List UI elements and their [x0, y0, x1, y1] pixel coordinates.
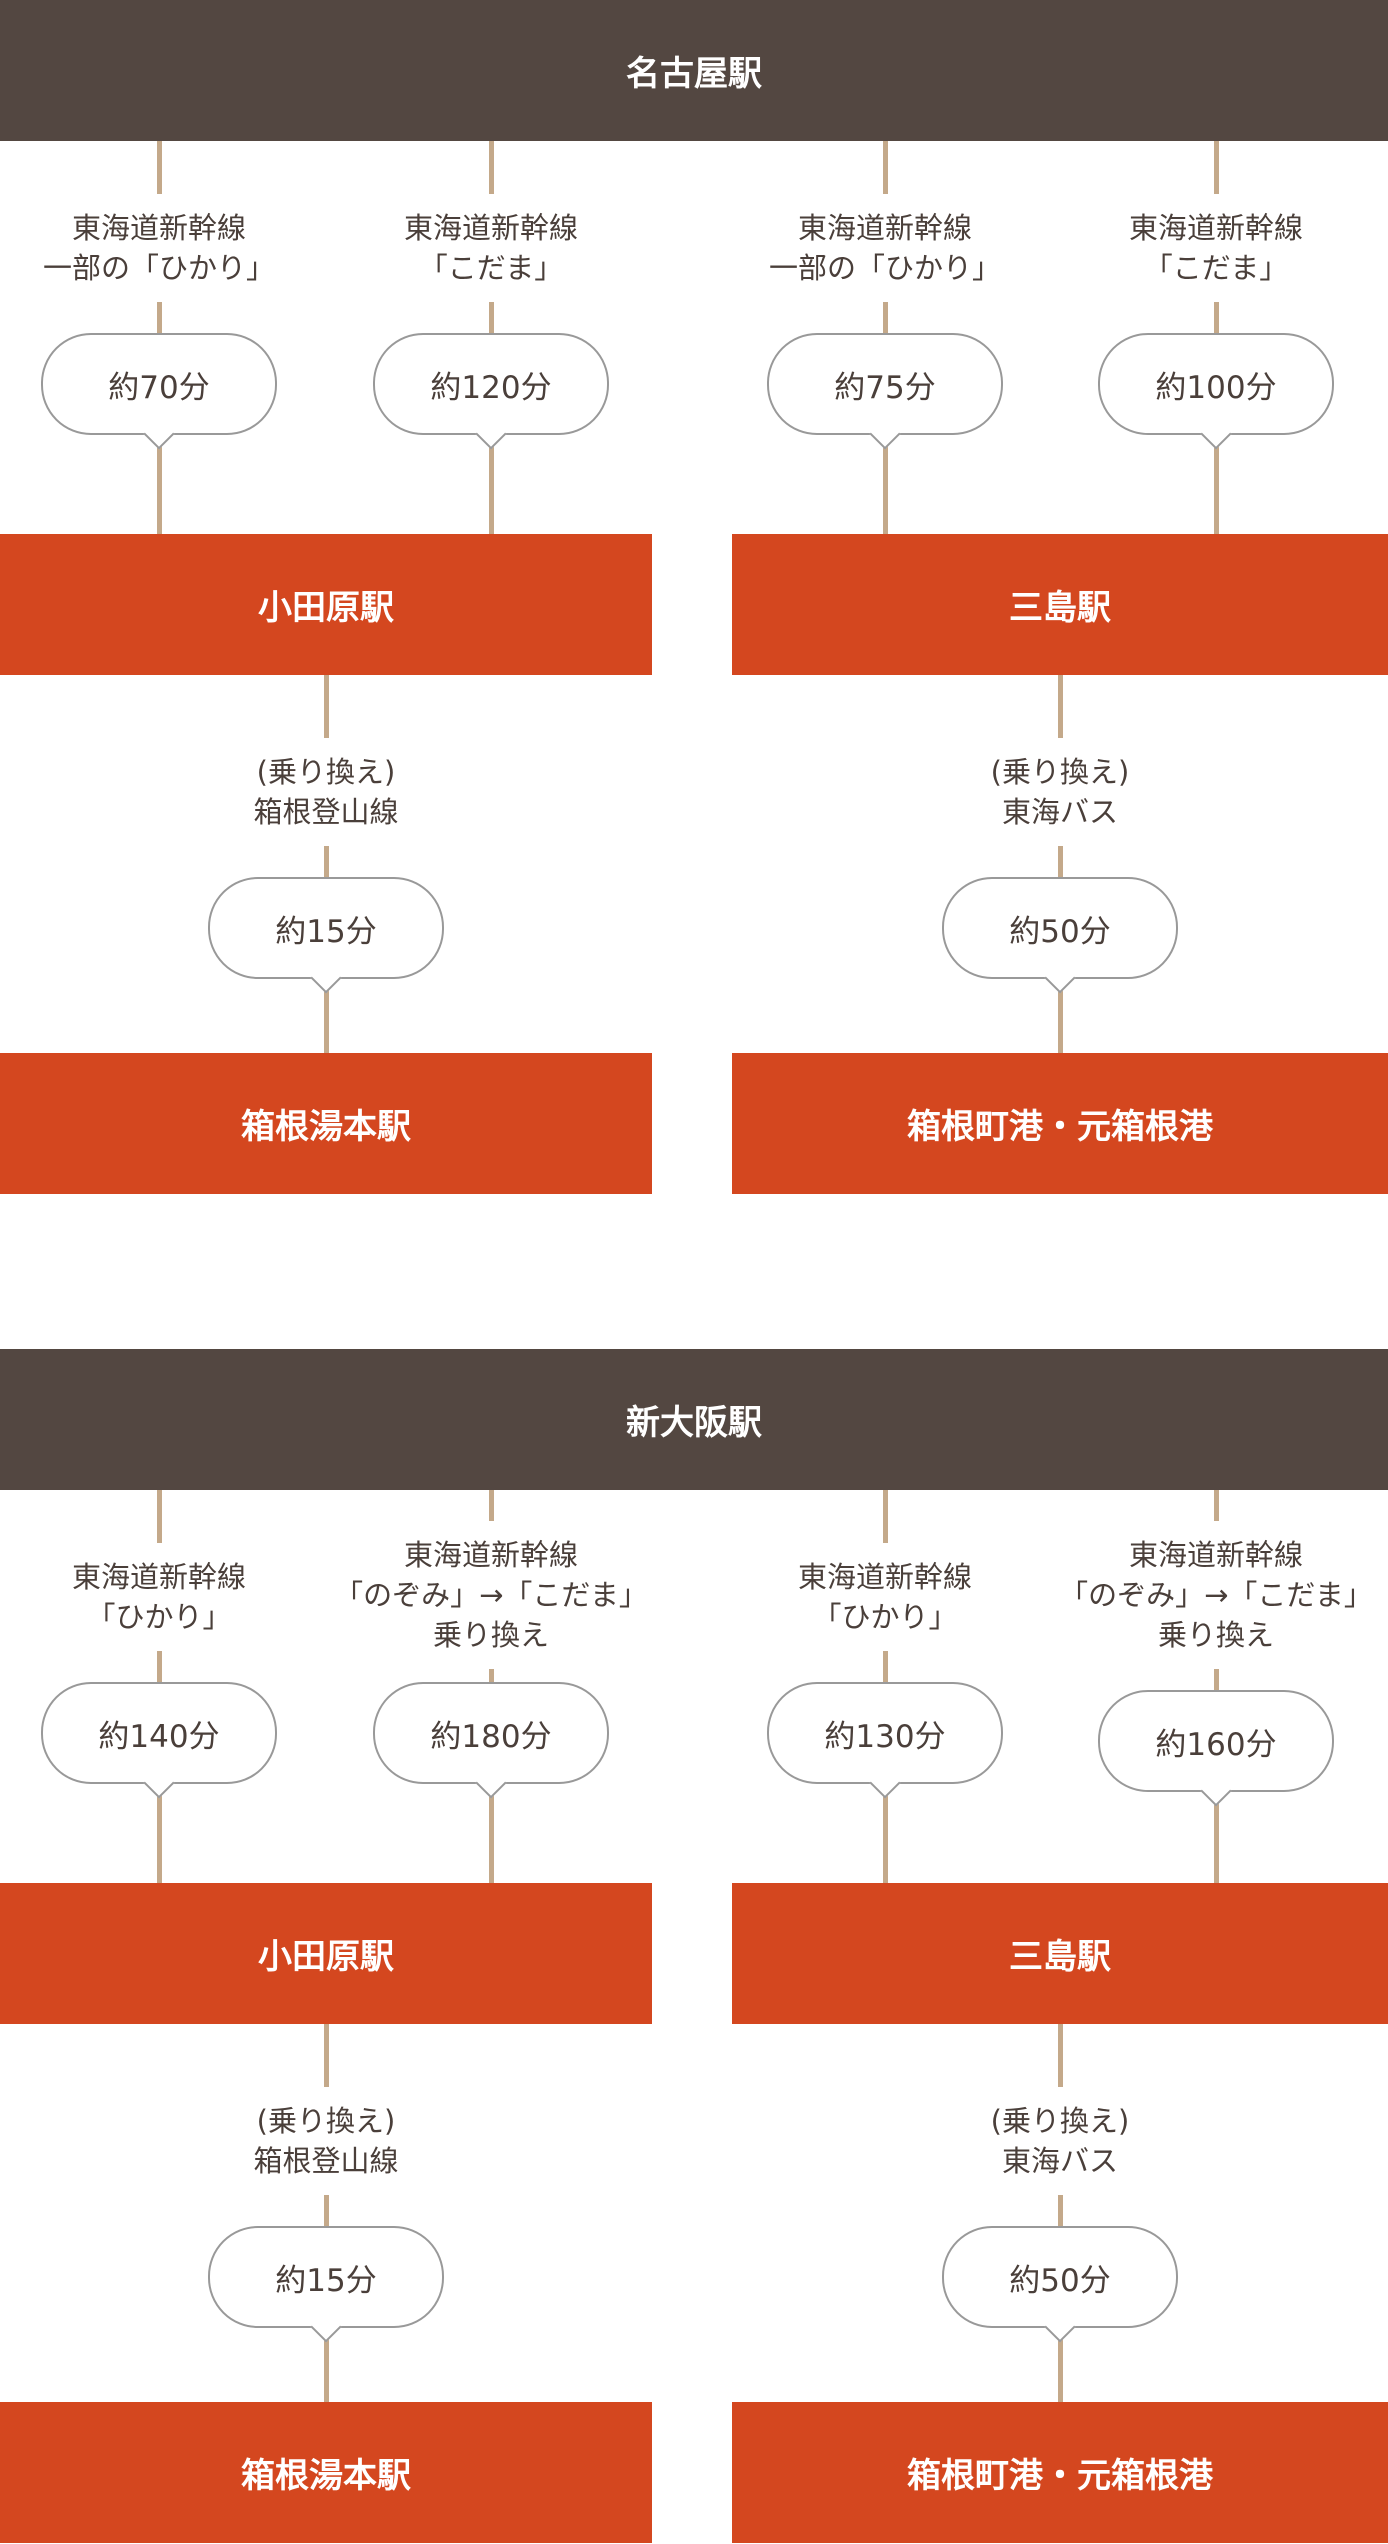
travel-time-bubble: 約15分	[208, 877, 444, 994]
bubble-pointer	[475, 418, 507, 450]
connector-line	[324, 675, 329, 1053]
bubble-pointer	[869, 418, 901, 450]
connector-line	[1058, 675, 1063, 1053]
travel-time: 約75分	[834, 369, 936, 406]
route-label-line: 「ひかり」	[86, 1600, 232, 1634]
route-label-line: 乗り換え	[1157, 1618, 1274, 1652]
route-label-line: 乗り換え	[432, 1618, 549, 1652]
route-label: (乗り換え) 東海バス	[895, 2087, 1225, 2195]
station-box: 三島駅	[732, 534, 1388, 675]
station-box: 小田原駅	[0, 534, 652, 675]
travel-time: 約180分	[430, 1718, 552, 1755]
travel-time-bubble: 約75分	[767, 333, 1003, 450]
route-label: 東海道新幹線一部の「ひかり」	[0, 194, 324, 302]
connector-line	[1214, 1490, 1219, 1883]
route-label-line: 東海バス	[1001, 795, 1118, 829]
travel-time-bubble: 約100分	[1098, 333, 1334, 450]
bubble-pointer	[310, 2311, 342, 2343]
travel-time-bubble: 約50分	[942, 2226, 1178, 2343]
bubble-pointer	[1200, 418, 1232, 450]
travel-time: 約15分	[275, 913, 377, 950]
route-label-line: 東海道新幹線	[797, 211, 972, 245]
origin-station-header: 名古屋駅	[0, 0, 1388, 141]
travel-time-bubble: 約140分	[41, 1682, 277, 1799]
route-label: (乗り換え) 東海バス	[895, 738, 1225, 846]
route-label: (乗り換え) 箱根登山線	[161, 738, 491, 846]
route-label-line: 東海道新幹線	[1128, 1538, 1303, 1572]
bubble-pointer	[310, 962, 342, 994]
travel-time: 約140分	[98, 1718, 220, 1755]
destination-box: 箱根湯本駅	[0, 2402, 652, 2543]
destination-box: 箱根町港・元箱根港	[732, 1053, 1388, 1194]
route-label-line: (乗り換え)	[990, 755, 1130, 789]
route-label-line: 箱根登山線	[253, 2144, 399, 2178]
route-label-line: (乗り換え)	[990, 2104, 1130, 2138]
bubble-pointer	[475, 1767, 507, 1799]
travel-time: 約15分	[275, 2262, 377, 2299]
route-label-line: (乗り換え)	[256, 755, 396, 789]
route-label-line: 箱根登山線	[253, 795, 399, 829]
route-label-line: 「こだま」	[1143, 251, 1289, 285]
route-label-line: 「のぞみ」→「こだま」	[1059, 1578, 1373, 1612]
route-label-line: 東海道新幹線	[403, 211, 578, 245]
connector-line	[1058, 2024, 1063, 2402]
origin-station-header: 新大阪駅	[0, 1349, 1388, 1490]
route-label-line: 東海道新幹線	[403, 1538, 578, 1572]
route-label: 東海道新幹線「のぞみ」→「こだま」乗り換え	[326, 1521, 656, 1669]
route-label: 東海道新幹線「こだま」	[1051, 194, 1381, 302]
route-section: 東海道新幹線一部の「ひかり」約70分東海道新幹線「こだま」約120分(乗り換え)…	[0, 0, 1388, 1195]
destination-box: 箱根湯本駅	[0, 1053, 652, 1194]
route-label: 東海道新幹線「こだま」	[326, 194, 656, 302]
route-label-line: 東海道新幹線	[797, 1560, 972, 1594]
travel-time: 約70分	[108, 369, 210, 406]
destination-box: 箱根町港・元箱根港	[732, 2402, 1388, 2543]
route-label: 東海道新幹線「ひかり」	[0, 1543, 324, 1651]
travel-time-bubble: 約15分	[208, 2226, 444, 2343]
route-label-line: 「ひかり」	[812, 1600, 958, 1634]
route-label-line: 東海道新幹線	[71, 1560, 246, 1594]
route-label-line: 東海バス	[1001, 2144, 1118, 2178]
travel-time: 約100分	[1155, 369, 1277, 406]
route-label-line: (乗り換え)	[256, 2104, 396, 2138]
route-label-line: 一部の「ひかり」	[42, 251, 275, 285]
route-label: 東海道新幹線「のぞみ」→「こだま」乗り換え	[1051, 1521, 1381, 1669]
travel-time: 約160分	[1155, 1726, 1277, 1763]
route-label-line: 東海道新幹線	[1128, 211, 1303, 245]
station-box: 三島駅	[732, 1883, 1388, 2024]
travel-time-bubble: 約50分	[942, 877, 1178, 994]
travel-time: 約130分	[824, 1718, 946, 1755]
route-label-line: 東海道新幹線	[71, 211, 246, 245]
bubble-pointer	[1044, 962, 1076, 994]
route-label-line: 一部の「ひかり」	[768, 251, 1001, 285]
station-box: 小田原駅	[0, 1883, 652, 2024]
travel-time: 約120分	[430, 369, 552, 406]
bubble-pointer	[143, 1767, 175, 1799]
bubble-pointer	[869, 1767, 901, 1799]
connector-line	[324, 2024, 329, 2402]
route-label-line: 「こだま」	[418, 251, 564, 285]
bubble-pointer	[1200, 1775, 1232, 1807]
bubble-pointer	[1044, 2311, 1076, 2343]
travel-time-bubble: 約160分	[1098, 1690, 1334, 1807]
route-label: 東海道新幹線「ひかり」	[720, 1543, 1050, 1651]
travel-time-bubble: 約70分	[41, 333, 277, 450]
route-section: 東海道新幹線「ひかり」約140分東海道新幹線「のぞみ」→「こだま」乗り換え約18…	[0, 1349, 1388, 2544]
route-label-line: 「のぞみ」→「こだま」	[334, 1578, 648, 1612]
route-label: (乗り換え) 箱根登山線	[161, 2087, 491, 2195]
travel-time-bubble: 約120分	[373, 333, 609, 450]
travel-time: 約50分	[1009, 913, 1111, 950]
travel-time-bubble: 約130分	[767, 1682, 1003, 1799]
travel-time: 約50分	[1009, 2262, 1111, 2299]
route-label: 東海道新幹線一部の「ひかり」	[720, 194, 1050, 302]
travel-time-bubble: 約180分	[373, 1682, 609, 1799]
bubble-pointer	[143, 418, 175, 450]
